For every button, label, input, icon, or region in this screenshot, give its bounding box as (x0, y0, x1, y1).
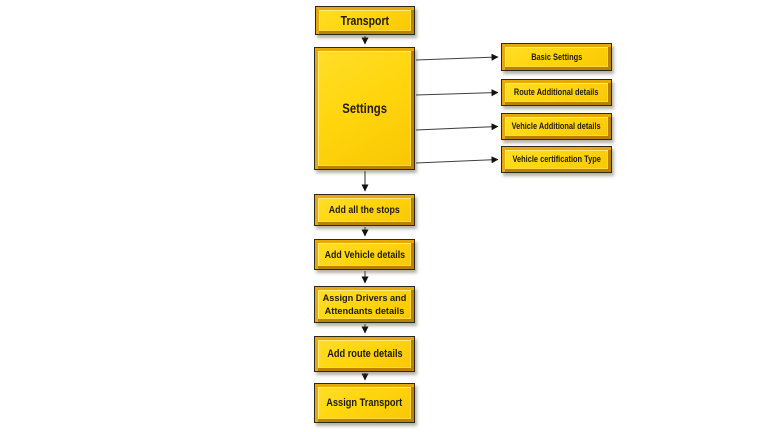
node-assign-transport: Assign Transport (314, 383, 415, 423)
node-add-all-the-stops: Add all the stops (314, 194, 415, 226)
node-add-route-details: Add route details (314, 336, 415, 372)
node-route-additional-details: Route Additional details (501, 79, 612, 106)
node-label: Settings (342, 101, 387, 116)
node-label: Transport (340, 13, 390, 28)
node-transport: Transport (315, 6, 415, 35)
node-settings: Settings (314, 47, 415, 170)
node-label: Basic Settings (530, 51, 583, 63)
node-label: Route Additional details (514, 87, 599, 98)
node-label: Vehicle certification Type (512, 154, 601, 165)
arrow-settings-to-route-add (415, 89, 499, 97)
arrow-settings-to-basic (415, 53, 499, 61)
arrow-settings-to-vehicle-cert (415, 156, 499, 164)
node-label: Assign Transport (326, 397, 403, 409)
node-label: Assign Drivers and Attendants details (322, 293, 407, 316)
node-label: Vehicle Additional details (511, 121, 602, 132)
node-basic-settings: Basic Settings (501, 43, 612, 71)
node-vehicle-certification-type: Vehicle certification Type (501, 146, 612, 173)
arrow-settings-to-vehicle-add (415, 123, 499, 131)
node-label: Add all the stops (328, 204, 401, 216)
node-label: Add route details (326, 348, 403, 360)
node-add-vehicle-details: Add Vehicle details (314, 239, 415, 270)
node-label: Add Vehicle details (324, 248, 405, 261)
node-assign-drivers-and-attendants-details: Assign Drivers and Attendants details (314, 286, 415, 323)
node-vehicle-additional-details: Vehicle Additional details (501, 113, 612, 140)
